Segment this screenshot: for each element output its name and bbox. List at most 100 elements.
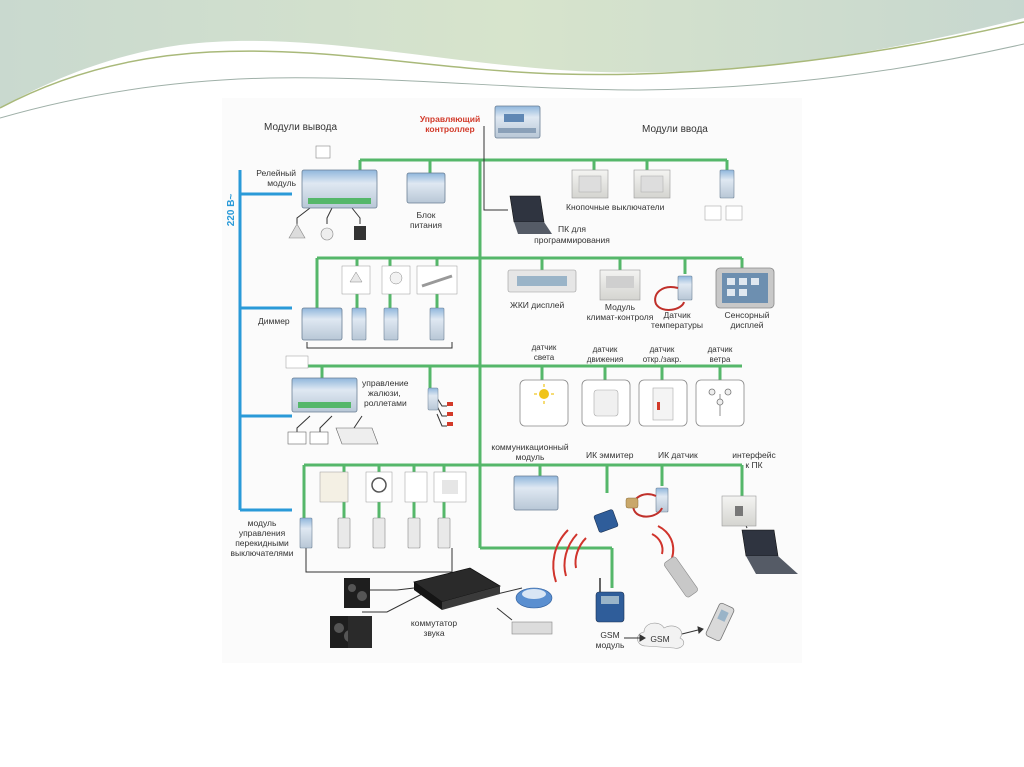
svg-text:модуль: модуль <box>267 178 296 188</box>
pc-interface-label: интерфейс к ПК <box>732 450 776 470</box>
dimmer-label: Диммер <box>258 316 290 326</box>
lamp-icon <box>288 223 366 241</box>
switch-module-label: модуль управления перекидными выключател… <box>231 518 294 558</box>
svg-text:модуль: модуль <box>516 452 545 462</box>
svg-text:роллетами: роллетами <box>364 398 407 408</box>
temperature-sensor <box>654 275 693 311</box>
controller-device <box>494 105 541 139</box>
open-close-sensor-label: датчик откр./закр. <box>643 345 682 364</box>
lcd-display-label: ЖКИ дисплей <box>510 300 565 310</box>
relay-module-label: Релейный модуль <box>256 168 296 188</box>
load-wires <box>296 126 748 621</box>
output-modules-title: Модули вывода <box>264 122 337 133</box>
svg-text:климат-контроля: климат-контроля <box>587 312 654 322</box>
svg-text:контроллер: контроллер <box>425 124 474 134</box>
svg-text:220 В~: 220 В~ <box>226 194 237 227</box>
wind-sensor-icon <box>708 388 732 416</box>
blinds-icon <box>287 427 379 445</box>
controller-label: Управляющий контроллер <box>420 114 480 134</box>
pc-interface-panel <box>721 495 757 527</box>
audio-switch-label: коммутатор звука <box>411 618 457 638</box>
svg-text:модуль: модуль <box>596 640 625 650</box>
audio-switch <box>413 567 502 610</box>
sensor-panels <box>519 379 745 427</box>
svg-text:коммутатор: коммутатор <box>411 618 457 628</box>
blinds-control-label: управление жалюзи, роллетами <box>362 378 409 408</box>
lcd-display <box>507 269 577 293</box>
ir-emitter-label: ИК эммитер <box>586 450 634 460</box>
svg-text:движения: движения <box>587 355 623 364</box>
svg-text:питания: питания <box>410 220 442 230</box>
blinds-remote <box>427 387 453 426</box>
svg-text:модуль: модуль <box>248 518 277 528</box>
comm-module-label: коммуникационный модуль <box>491 442 568 462</box>
comm-module <box>513 475 559 511</box>
svg-text:Управляющий: Управляющий <box>420 114 480 124</box>
voltage-label: 220 В~ <box>226 194 237 227</box>
climate-module-label: Модуль климат-контроля <box>587 302 654 322</box>
green-bus <box>294 158 744 588</box>
svg-text:температуры: температуры <box>651 320 703 330</box>
svg-text:откр./закр.: откр./закр. <box>643 355 682 364</box>
svg-text:света: света <box>534 353 555 362</box>
gsm-module-label: GSM модуль <box>596 630 625 650</box>
svg-text:выключателями: выключателями <box>231 548 294 558</box>
media-devices <box>511 587 553 635</box>
svg-text:жалюзи,: жалюзи, <box>368 388 401 398</box>
gsm-module <box>595 578 625 623</box>
gsm-cloud: GSM <box>637 622 685 649</box>
touch-display-label: Сенсорный дисплей <box>725 310 770 330</box>
svg-text:Релейный: Релейный <box>256 168 296 178</box>
svg-text:перекидными: перекидными <box>235 538 289 548</box>
svg-text:звука: звука <box>423 628 444 638</box>
input-module <box>704 169 743 221</box>
ir-sensor <box>625 487 669 518</box>
ir-emitter <box>593 509 619 533</box>
temperature-sensor-label: Датчик температуры <box>651 310 703 330</box>
gsm-cloud-label: GSM <box>650 634 669 644</box>
button-switch <box>571 169 671 199</box>
power-line-220v <box>238 170 292 512</box>
dimmer-module <box>301 307 445 341</box>
ir-waves <box>552 525 675 583</box>
svg-text:датчик: датчик <box>650 345 675 354</box>
input-modules-title: Модули ввода <box>642 124 708 135</box>
svg-text:датчик: датчик <box>532 343 557 352</box>
svg-text:датчик: датчик <box>708 345 733 354</box>
smart-home-diagram: 220 В~ Управляющий контроллер Модули выв… <box>222 98 802 663</box>
light-sensor-label: датчик света <box>532 343 557 362</box>
laptop-icon-2 <box>741 529 798 574</box>
door-sensor-icon <box>652 387 674 421</box>
svg-text:GSM: GSM <box>600 630 619 640</box>
pc-programming-label: ПК для программирования <box>534 224 610 245</box>
svg-text:Сенсорный: Сенсорный <box>725 310 770 320</box>
button-switches-label: Кнопочные выключатели <box>566 202 665 212</box>
svg-text:Блок: Блок <box>417 210 436 220</box>
svg-text:ПК для: ПК для <box>558 224 586 234</box>
signal-arrows <box>624 626 704 642</box>
svg-text:ветра: ветра <box>710 355 731 364</box>
speaker-icon <box>330 578 372 648</box>
slide-header-wave <box>0 0 1024 119</box>
svg-text:управления: управления <box>239 528 286 538</box>
laptop-icon <box>509 195 552 234</box>
svg-text:Модуль: Модуль <box>605 302 636 312</box>
wind-sensor-label: датчик ветра <box>708 345 733 364</box>
svg-text:дисплей: дисплей <box>731 320 764 330</box>
power-supply-label: Блок питания <box>410 210 442 230</box>
svg-text:программирования: программирования <box>534 235 610 245</box>
mobile-phone-icon <box>705 602 735 642</box>
touch-display <box>715 267 775 309</box>
svg-text:коммуникационный: коммуникационный <box>491 442 568 452</box>
svg-text:Датчик: Датчик <box>663 310 690 320</box>
climate-module <box>599 269 641 301</box>
motion-sensor-label: датчик движения <box>587 345 623 364</box>
switch-control-modules <box>299 517 451 549</box>
svg-text:управление: управление <box>362 378 409 388</box>
svg-text:датчик: датчик <box>593 345 618 354</box>
svg-text:к ПК: к ПК <box>745 460 762 470</box>
power-supply <box>406 172 446 204</box>
relay-module <box>301 145 378 209</box>
svg-text:интерфейс: интерфейс <box>732 450 776 460</box>
switch-panels <box>319 471 467 503</box>
